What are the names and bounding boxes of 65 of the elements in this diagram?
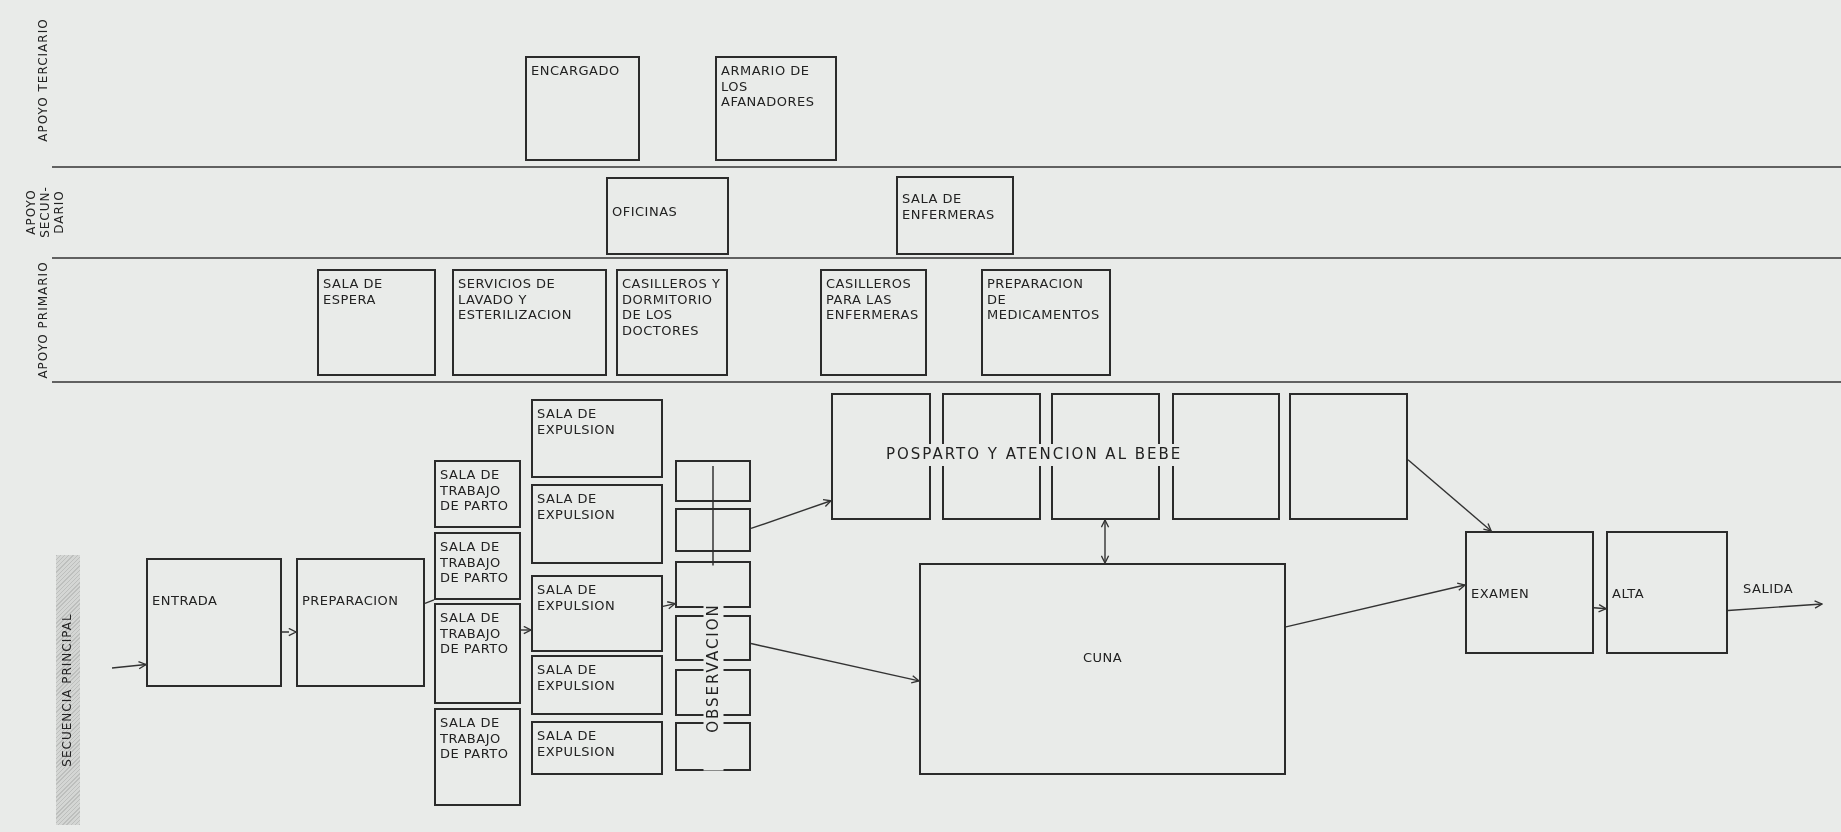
room-box <box>896 176 1014 255</box>
arrow <box>1100 519 1110 564</box>
room-box <box>675 508 751 552</box>
room-name: SALA DE EXPULSION <box>536 661 617 695</box>
room-name: ARMARIO DE LOS AFANADORES <box>720 62 816 112</box>
room-name: CASILLEROS PARA LAS ENFERMERAS <box>825 275 920 325</box>
arrow <box>111 660 147 670</box>
room-box <box>616 269 728 376</box>
room-name: PREPARACION DE MEDICAMENTOS <box>986 275 1101 325</box>
room-name: SALA DE EXPULSION <box>536 490 617 524</box>
room-name: EXAMEN <box>1470 585 1531 603</box>
room-box <box>146 558 282 687</box>
arrow <box>520 625 532 635</box>
room-box <box>434 460 521 528</box>
arrow <box>1593 603 1607 613</box>
room-box <box>1606 531 1728 654</box>
room-name: SALA DE ESPERA <box>322 275 384 309</box>
room-box <box>434 603 521 704</box>
arrow <box>1407 459 1492 532</box>
room-box <box>1465 531 1594 654</box>
arrow <box>750 499 832 530</box>
room-name: PREPARACION <box>301 592 400 610</box>
room-box <box>675 460 751 502</box>
room-box <box>606 177 729 255</box>
room-box <box>820 269 927 376</box>
room-name: CUNA <box>1081 649 1124 667</box>
room-name: OFICINAS <box>611 203 679 221</box>
room-name: ENCARGADO <box>530 62 621 80</box>
room-name: SALA DE EXPULSION <box>536 727 617 761</box>
room-box <box>531 575 663 652</box>
room-name: SERVICIOS DE LAVADO Y ESTERILIZACION <box>457 275 573 325</box>
room-box <box>434 708 521 806</box>
room-box <box>317 269 436 376</box>
connector-line <box>424 599 435 605</box>
room-box <box>919 563 1286 775</box>
arrow <box>1285 582 1466 628</box>
room-box <box>452 269 607 376</box>
room-name: SALA DE ENFERMERAS <box>901 190 996 224</box>
room-name: SALA DE TRABAJO DE PARTO <box>439 609 510 659</box>
room-box <box>434 532 521 600</box>
band-label: SECUENCIA PRINCIPAL <box>56 555 80 825</box>
arrow <box>750 642 920 684</box>
room-box <box>525 56 640 161</box>
room-name: SALA DE EXPULSION <box>536 581 617 615</box>
band-label: APOYO SECUN- DARIO <box>23 185 67 240</box>
arrow <box>662 601 676 610</box>
room-name: SALA DE TRABAJO DE PARTO <box>439 466 510 516</box>
room-name: ENTRADA <box>151 592 219 610</box>
room-box <box>531 399 663 478</box>
band-label: APOYO PRIMARIO <box>35 260 52 380</box>
room-name: ALTA <box>1611 585 1646 603</box>
room-box <box>531 484 663 564</box>
room-name: SALA DE TRABAJO DE PARTO <box>439 714 510 764</box>
room-name: SALA DE TRABAJO DE PARTO <box>439 538 510 588</box>
room-box <box>531 721 663 775</box>
room-name: SALA DE EXPULSION <box>536 405 617 439</box>
room-box <box>296 558 425 687</box>
arrow <box>281 627 297 637</box>
arrow <box>1727 600 1823 612</box>
room-box <box>1289 393 1408 520</box>
room-box <box>715 56 837 161</box>
room-name: CASILLEROS Y DORMITORIO DE LOS DOCTORES <box>621 275 722 340</box>
room-box <box>981 269 1111 376</box>
room-box <box>531 655 663 715</box>
band-label: APOYO TERCIARIO <box>35 17 52 144</box>
